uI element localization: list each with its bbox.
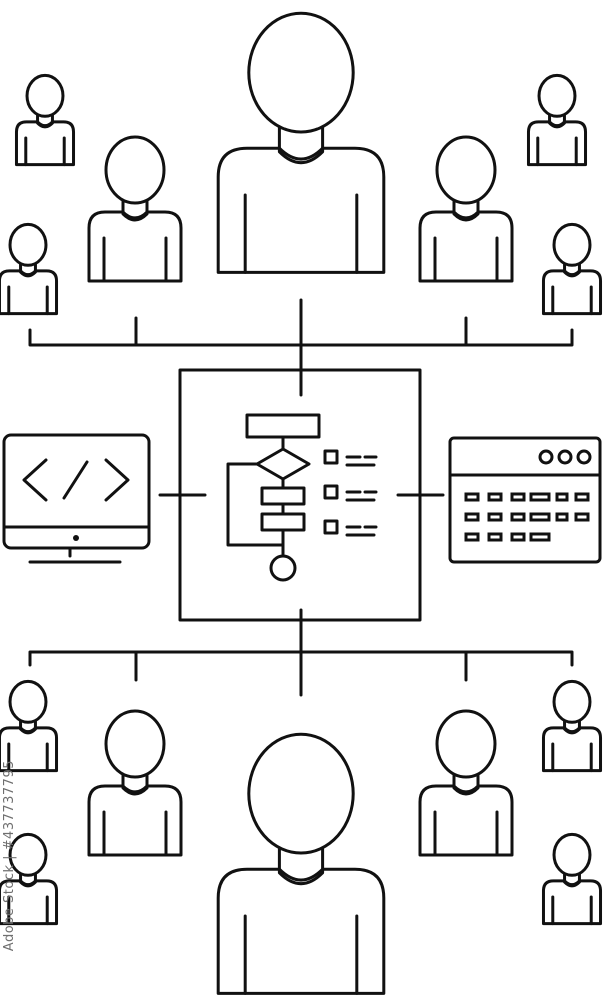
flowchart-icon xyxy=(226,413,378,582)
person-head xyxy=(435,135,497,205)
person-bottom-far-left-2 xyxy=(0,832,59,926)
person-collar xyxy=(278,147,324,161)
person-body xyxy=(216,867,386,995)
person-top-far-right-1 xyxy=(526,73,588,167)
central-process-box xyxy=(178,368,422,622)
person-body xyxy=(541,879,603,926)
person-head xyxy=(247,11,355,134)
person-collar xyxy=(563,879,581,887)
person-body xyxy=(216,146,386,274)
person-arms xyxy=(7,895,49,926)
person-top-right xyxy=(418,135,514,283)
stock-id-watermark: Adobe Stock | #437737795 xyxy=(2,760,17,952)
people-group xyxy=(0,11,603,995)
person-head xyxy=(8,832,48,877)
person-neck xyxy=(277,847,325,886)
person-head xyxy=(552,832,592,877)
person-collar xyxy=(121,784,149,794)
person-collar xyxy=(548,120,566,128)
person-head xyxy=(104,135,166,205)
person-arms xyxy=(102,236,168,283)
person-collar xyxy=(563,726,581,734)
person-arms xyxy=(551,742,593,773)
person-body xyxy=(0,269,59,316)
person-body xyxy=(87,210,183,283)
person-body xyxy=(541,269,603,316)
person-arms xyxy=(433,810,499,857)
person-top-far-right-2 xyxy=(541,222,603,316)
person-head xyxy=(247,732,355,855)
person-top-center xyxy=(216,11,386,274)
person-arms xyxy=(536,136,578,167)
person-arms xyxy=(243,914,359,995)
person-body xyxy=(87,784,183,857)
person-bottom-far-right-1 xyxy=(541,679,603,773)
person-bottom-far-left-1 xyxy=(0,679,59,773)
person-top-left xyxy=(87,135,183,283)
person-body xyxy=(526,120,588,167)
person-collar xyxy=(19,726,37,734)
person-collar xyxy=(19,879,37,887)
person-body xyxy=(14,120,76,167)
person-arms xyxy=(551,285,593,316)
person-body xyxy=(541,726,603,773)
person-head xyxy=(552,679,592,724)
person-collar xyxy=(121,210,149,220)
person-arms xyxy=(243,193,359,274)
top-bus-connectors xyxy=(28,298,574,397)
person-head xyxy=(104,709,166,779)
person-collar xyxy=(36,120,54,128)
person-arms xyxy=(551,895,593,926)
person-head xyxy=(537,73,577,118)
person-arms xyxy=(24,136,66,167)
person-body xyxy=(418,784,514,857)
person-body xyxy=(0,879,59,926)
person-top-far-left-1 xyxy=(14,73,76,167)
person-collar xyxy=(19,269,37,277)
person-bottom-right xyxy=(418,709,514,857)
person-arms xyxy=(102,810,168,857)
person-arms xyxy=(7,742,49,773)
person-head xyxy=(552,222,592,267)
person-body xyxy=(418,210,514,283)
person-bottom-left xyxy=(87,709,183,857)
person-top-far-left-2 xyxy=(0,222,59,316)
person-bottom-far-right-2 xyxy=(541,832,603,926)
person-body xyxy=(0,726,59,773)
bottom-bus-connectors xyxy=(28,608,574,697)
person-arms xyxy=(433,236,499,283)
code-monitor-icon xyxy=(2,433,151,564)
person-arms xyxy=(7,285,49,316)
person-head xyxy=(435,709,497,779)
person-collar xyxy=(563,269,581,277)
person-head xyxy=(8,222,48,267)
person-head xyxy=(8,679,48,724)
person-collar xyxy=(452,784,480,794)
person-bottom-center xyxy=(216,732,386,995)
person-collar xyxy=(278,868,324,882)
control-panel-icon xyxy=(448,436,602,564)
person-head xyxy=(25,73,65,118)
person-collar xyxy=(452,210,480,220)
person-neck xyxy=(277,126,325,165)
